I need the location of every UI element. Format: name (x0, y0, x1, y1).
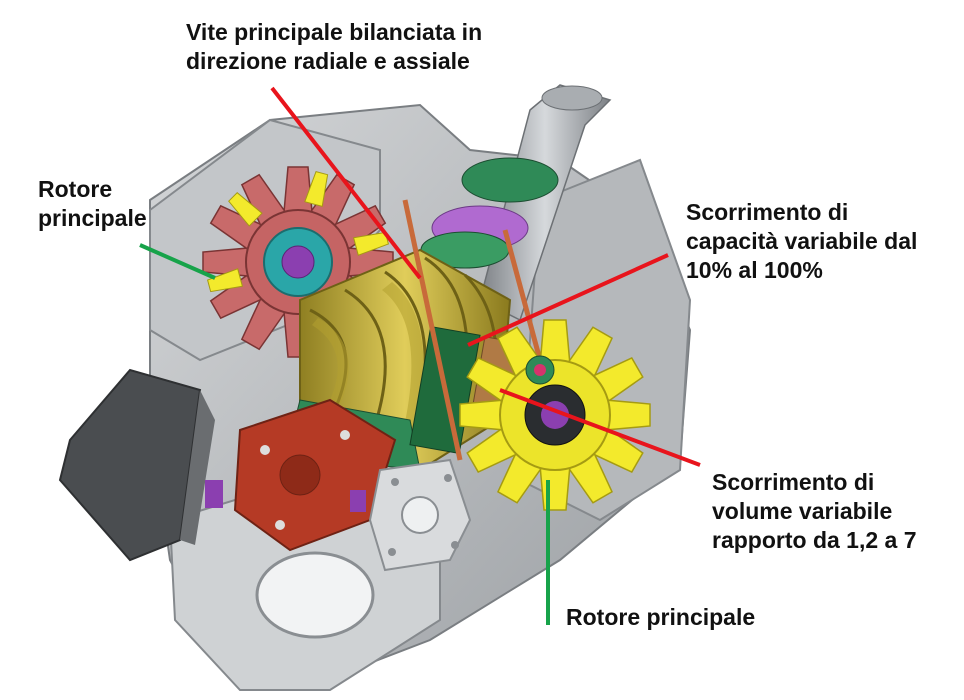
label-main-screw-line-1: Vite principale bilanciata in (186, 19, 483, 45)
label-main-screw: Vite principale bilanciata in direzione … (186, 18, 482, 76)
screw-leader-line (270, 86, 422, 280)
shaft-end (541, 85, 603, 111)
label-volume-line-1: Scorrimento di (712, 469, 875, 495)
label-capacity-line-3: 10% al 100% (686, 257, 823, 283)
motor-box-side (130, 370, 215, 545)
label-volume-line-3: rapporto da 1,2 a 7 (712, 527, 917, 553)
port-flange (368, 458, 472, 572)
capacity-leader-line (467, 253, 669, 347)
volume-leader-line (499, 388, 701, 467)
label-volume-line-2: volume variabile (712, 498, 893, 524)
slide-rod-1 (402, 199, 463, 461)
label-volume-slide: Scorrimento di volume variabile rapporto… (712, 468, 917, 555)
label-rotor-left-line-2: principale (38, 205, 147, 231)
label-rotor-left-line-1: Rotore (38, 176, 113, 202)
label-main-screw-line-2: direzione radiale e assiale (186, 48, 470, 74)
slide-rod-2 (502, 229, 543, 361)
label-capacity-line-1: Scorrimento di (686, 199, 849, 225)
label-rotor-bottom-text: Rotore principale (566, 604, 756, 630)
label-capacity-line-2: capacità variabile dal (686, 228, 918, 254)
gaterotor-right (459, 319, 651, 511)
discharge-port (255, 551, 375, 639)
label-rotor-left: Rotore principale (38, 175, 147, 233)
purple-fitting-2 (350, 490, 366, 512)
motor-box (58, 368, 202, 562)
label-rotor-bottom: Rotore principale (566, 603, 755, 632)
label-capacity-slide: Scorrimento di capacità variabile dal 10… (686, 198, 917, 285)
rotor-left-leader-line (139, 243, 216, 280)
purple-fitting-1 (205, 480, 223, 508)
coupling-green-upper (461, 157, 559, 203)
